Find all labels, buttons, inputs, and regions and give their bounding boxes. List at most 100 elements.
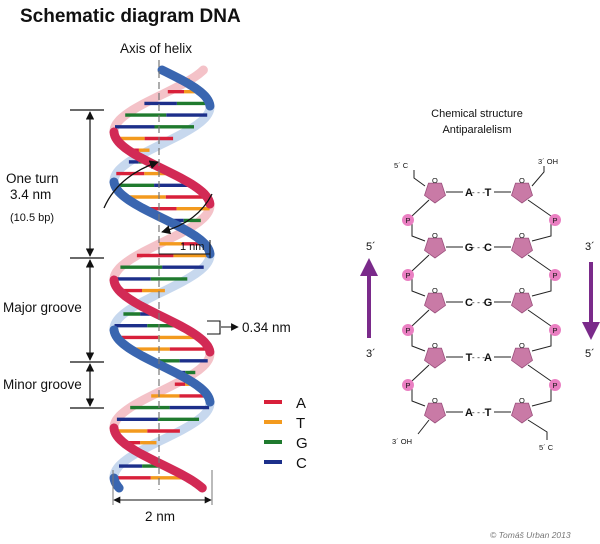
right-ring-oxygen: O bbox=[519, 176, 525, 185]
right-phosphate bbox=[549, 324, 561, 336]
chem-title-1: Chemical structure bbox=[431, 108, 523, 120]
right-phosphate-label: P bbox=[552, 271, 557, 280]
one-nm-marker bbox=[159, 240, 211, 258]
hydrogen-bond: - - - bbox=[472, 407, 485, 417]
rotation-arrow-left bbox=[103, 160, 159, 209]
left-phosphate bbox=[402, 214, 414, 226]
pair-right-base: A bbox=[484, 352, 492, 364]
helix-back-strands bbox=[109, 65, 215, 481]
one-nm-label: 1 nm bbox=[180, 241, 204, 253]
copyright: © Tomáš Urban 2013 bbox=[490, 530, 571, 540]
pair-right-base: C bbox=[484, 242, 492, 254]
left-phosphate bbox=[402, 269, 414, 281]
width-dimension bbox=[112, 470, 213, 505]
legend-label-A: A bbox=[296, 395, 306, 412]
hydrogen-bond: - - - bbox=[472, 297, 485, 307]
helix-strand-front bbox=[109, 473, 124, 493]
left-sugar bbox=[424, 292, 446, 314]
legend-label-T: T bbox=[296, 415, 305, 432]
width-label: 2 nm bbox=[145, 509, 175, 524]
left-arrow-bottom-label: 3´ bbox=[366, 348, 376, 360]
pair-right-base: G bbox=[484, 297, 493, 309]
left-sugar bbox=[424, 347, 446, 369]
left-phosphate bbox=[402, 324, 414, 336]
hydrogen-bond: - - - bbox=[472, 187, 485, 197]
right-backbone-bond bbox=[531, 389, 552, 407]
rise-bracket bbox=[207, 320, 221, 335]
left-backbone-bond bbox=[411, 279, 426, 297]
helix-strand-front bbox=[157, 65, 215, 111]
rise-label: 0.34 nm bbox=[242, 320, 291, 335]
helix-front-strands bbox=[109, 65, 215, 493]
left-terminal-bond bbox=[417, 419, 430, 435]
right-phosphate bbox=[549, 214, 561, 226]
helix-strand-back bbox=[109, 399, 215, 481]
pair-left-base: T bbox=[466, 352, 473, 364]
left-ring-oxygen: O bbox=[432, 396, 438, 405]
one-turn-label: One turn bbox=[6, 171, 59, 186]
right-phosphate bbox=[549, 379, 561, 391]
base-pairs bbox=[114, 78, 210, 480]
right-backbone-bond bbox=[531, 279, 552, 297]
right-phosphate bbox=[549, 269, 561, 281]
right-bottom-end-label: 5´ C bbox=[539, 443, 554, 452]
left-top-end-label: 5´ C bbox=[394, 161, 409, 170]
right-backbone-bond bbox=[531, 334, 552, 352]
right-backbone-bond bbox=[531, 224, 552, 242]
right-arrow-head bbox=[582, 322, 600, 340]
diagram-title: Schematic diagram DNA bbox=[20, 6, 241, 27]
pair-left-base: C bbox=[465, 297, 473, 309]
turn-dimension bbox=[70, 109, 104, 409]
left-arrow-head bbox=[360, 258, 378, 276]
right-phosphate-label: P bbox=[552, 216, 557, 225]
right-sugar bbox=[511, 402, 533, 424]
left-sugar bbox=[424, 182, 446, 204]
helix-strand-front bbox=[109, 423, 207, 493]
left-phosphate-label: P bbox=[405, 326, 410, 335]
left-phosphate-label: P bbox=[405, 381, 410, 390]
legend-label-C: C bbox=[296, 455, 307, 472]
pair-right-base: T bbox=[485, 187, 492, 199]
left-phosphate bbox=[402, 379, 414, 391]
major-groove-label: Major groove bbox=[3, 300, 82, 315]
left-ring-oxygen: O bbox=[432, 231, 438, 240]
left-ring-oxygen: O bbox=[432, 341, 438, 350]
one-turn-bp: (10.5 bp) bbox=[10, 212, 54, 224]
right-sugar bbox=[511, 182, 533, 204]
axis-label: Axis of helix bbox=[120, 41, 192, 56]
right-backbone-bond bbox=[527, 254, 552, 272]
right-ring-oxygen: O bbox=[519, 286, 525, 295]
right-top-end-label: 3´ OH bbox=[538, 157, 558, 166]
helix-strand-front bbox=[109, 325, 215, 407]
pair-left-base: A bbox=[465, 407, 473, 419]
left-backbone-bond bbox=[411, 364, 430, 382]
right-phosphate-label: P bbox=[552, 326, 557, 335]
left-ring-oxygen: O bbox=[432, 286, 438, 295]
chem-title-2: Antiparalelism bbox=[442, 124, 511, 136]
helix-strand-back bbox=[109, 349, 215, 431]
pair-left-base: A bbox=[465, 187, 473, 199]
hydrogen-bond: - - - bbox=[472, 242, 485, 252]
hydrogen-bond: - - - bbox=[472, 352, 485, 362]
helix-strand-front bbox=[109, 127, 215, 209]
minor-groove-label: Minor groove bbox=[3, 377, 82, 392]
left-phosphate-label: P bbox=[405, 271, 410, 280]
helix-strand-front bbox=[109, 275, 215, 357]
right-ring-oxygen: O bbox=[519, 396, 525, 405]
left-sugar bbox=[424, 402, 446, 424]
right-backbone-bond bbox=[527, 199, 552, 217]
left-backbone-bond bbox=[411, 334, 426, 352]
left-backbone-bond bbox=[411, 254, 430, 272]
one-turn-value: 3.4 nm bbox=[10, 187, 51, 202]
right-terminal-bond bbox=[531, 166, 545, 187]
left-terminal-bond bbox=[413, 170, 426, 187]
right-backbone-bond bbox=[527, 364, 552, 382]
helix-strand-front bbox=[109, 177, 215, 259]
right-ring-oxygen: O bbox=[519, 231, 525, 240]
left-backbone-bond bbox=[411, 224, 426, 242]
helix-strand-back bbox=[109, 103, 215, 185]
left-bottom-end-label: 3´ OH bbox=[392, 437, 412, 446]
right-terminal-bond bbox=[527, 419, 548, 440]
